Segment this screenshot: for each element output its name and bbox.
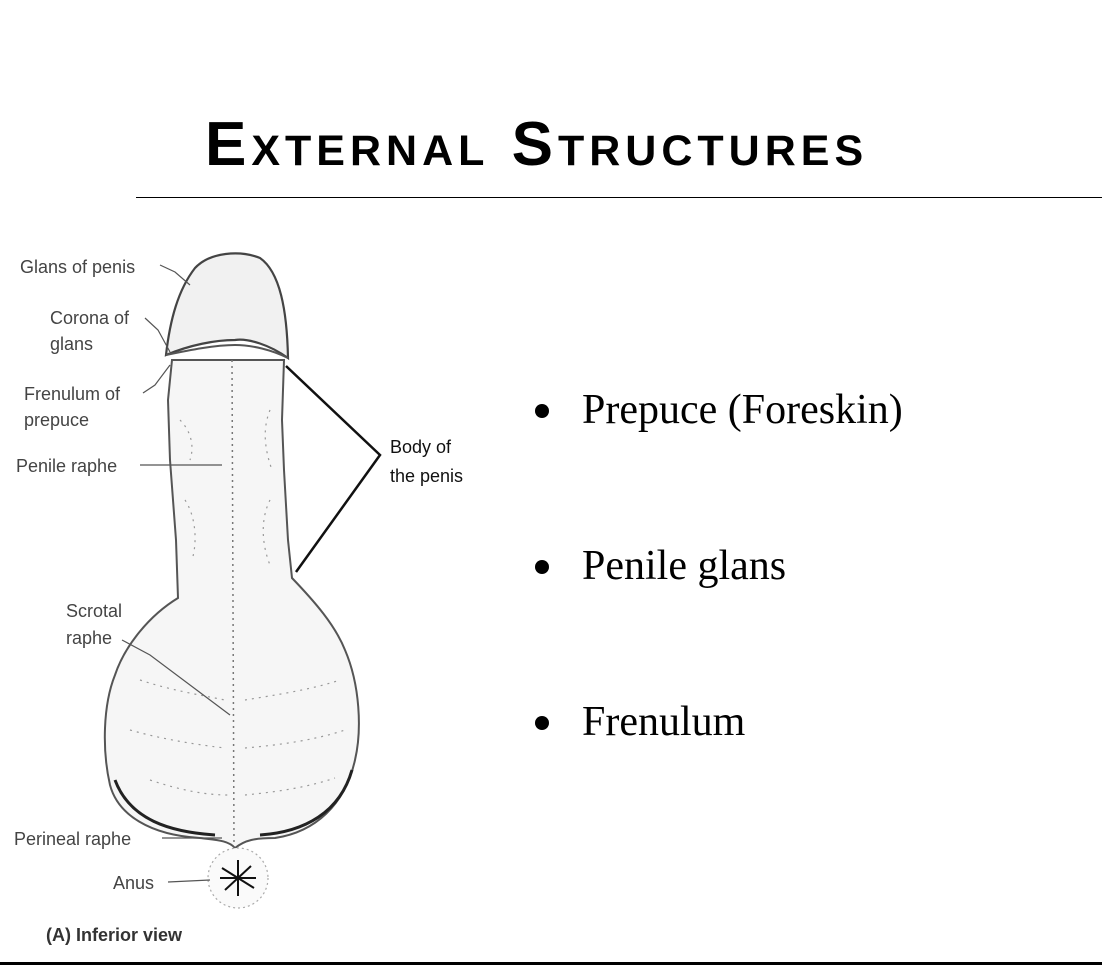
- label-corona-2: glans: [50, 334, 93, 354]
- anus-figure: [207, 847, 269, 909]
- label-body-2: the penis: [390, 466, 463, 486]
- bullet-item: Penile glans: [525, 536, 1085, 692]
- corona-line: [165, 343, 289, 359]
- title-divider: [136, 197, 1102, 198]
- bullet-text: Penile glans: [582, 543, 787, 589]
- bullet-item: Prepuce (Foreskin): [525, 380, 1085, 536]
- label-perineal-raphe: Perineal raphe: [14, 829, 131, 849]
- diagram-caption: (A) Inferior view: [46, 925, 183, 945]
- bullet-item: Frenulum: [525, 692, 1085, 848]
- label-glans: Glans of penis: [20, 257, 135, 277]
- anatomy-diagram: Glans of penis Corona of glans Frenulum …: [14, 252, 463, 945]
- label-frenulum-1: Frenulum of: [24, 384, 121, 404]
- bullet-dot-icon: [535, 560, 549, 574]
- label-anus: Anus: [113, 873, 154, 893]
- bullet-list: Prepuce (Foreskin) Penile glans Frenulum: [525, 380, 1085, 848]
- label-penile-raphe: Penile raphe: [16, 456, 117, 476]
- skin-folds: [129, 409, 346, 796]
- bullet-text: Frenulum: [582, 699, 746, 745]
- bullet-text: Prepuce (Foreskin): [582, 387, 903, 433]
- bullet-dot-icon: [535, 716, 549, 730]
- slide-title: External Structures: [205, 110, 869, 179]
- scrotum-shading: [113, 769, 354, 837]
- label-body-1: Body of: [390, 437, 452, 457]
- body-bracket: [285, 365, 382, 573]
- bottom-divider: [0, 962, 1102, 965]
- label-frenulum-2: prepuce: [24, 410, 89, 430]
- bullet-dot-icon: [535, 404, 549, 418]
- leader-lines: [121, 264, 231, 883]
- glans-outline: [164, 252, 290, 361]
- label-scrotal-1: Scrotal: [66, 601, 122, 621]
- label-corona-1: Corona of: [50, 308, 130, 328]
- label-scrotal-2: raphe: [66, 628, 112, 648]
- shaft-outline: [103, 359, 360, 850]
